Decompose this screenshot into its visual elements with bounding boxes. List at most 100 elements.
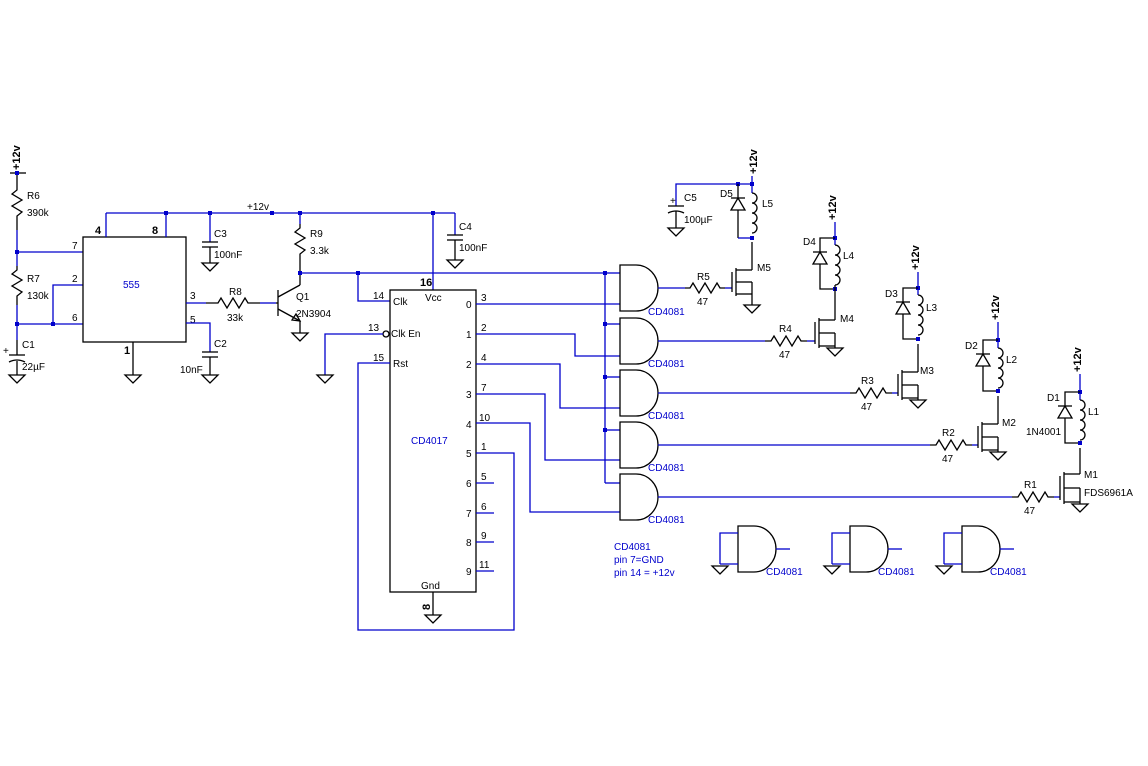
r9-value: 3.3k — [310, 246, 330, 257]
pin-label: 2 — [481, 323, 487, 334]
coil-l1 — [1079, 399, 1086, 441]
supply-label: +12v — [990, 294, 1002, 320]
pin-label: 3 — [466, 390, 472, 401]
pin-label: 8 — [466, 538, 472, 549]
resistor-r3 — [850, 386, 892, 400]
gate-label: CD4081 — [878, 567, 915, 578]
c1-ref: C1 — [22, 340, 35, 351]
resistor-r6 — [10, 175, 24, 230]
m1-value: FDS6961A — [1084, 488, 1133, 499]
diode-d4 — [811, 250, 829, 265]
and-gate — [619, 421, 659, 469]
pin-label: 2 — [466, 360, 472, 371]
pin-label: 7 — [72, 241, 78, 252]
diode-d1 — [1056, 404, 1074, 419]
r8-value: 33k — [227, 313, 244, 324]
ground-icon — [822, 565, 842, 575]
c3-ref: C3 — [214, 229, 227, 240]
l4-ref: L4 — [843, 251, 855, 262]
resistor-r4 — [765, 334, 807, 348]
and-gates: CD4081 CD4081 CD4081 CD4081 CD4081 — [619, 264, 685, 526]
note-line: pin 14 = +12v — [614, 568, 675, 579]
and-gate — [619, 473, 659, 521]
ground-icon — [825, 347, 845, 357]
c4-ref: C4 — [459, 222, 472, 233]
ground-icon — [123, 374, 143, 384]
m4-ref: M4 — [840, 314, 854, 325]
ground-icon — [315, 374, 335, 384]
and-gate-spare — [849, 525, 889, 573]
coil-l5 — [751, 192, 758, 234]
gate-label: CD4081 — [648, 411, 685, 422]
and-gate-spare — [961, 525, 1001, 573]
pin-label: 3 — [481, 293, 487, 304]
gate-note: CD4081 pin 7=GND pin 14 = +12v — [614, 542, 675, 579]
and-gate — [619, 264, 659, 312]
pin-label: 16 — [420, 277, 432, 289]
d1-value: 1N4001 — [1026, 427, 1061, 438]
gate-label: CD4081 — [648, 515, 685, 526]
resistor-r5 — [685, 281, 725, 295]
pin-label: Vcc — [425, 293, 442, 304]
rail-label: +12v — [247, 202, 269, 213]
ground-icon — [988, 451, 1008, 461]
diode-d2 — [974, 352, 992, 367]
gate-label: CD4081 — [648, 307, 685, 318]
d2-ref: D2 — [965, 341, 978, 352]
l5-ref: L5 — [762, 199, 774, 210]
pin-label: 1 — [466, 330, 472, 341]
supply-label: +12v — [910, 244, 922, 270]
pin-label: 6 — [466, 479, 472, 490]
pin-label: 15 — [373, 353, 385, 364]
note-line: CD4081 — [614, 542, 651, 553]
pin-label: 3 — [190, 291, 196, 302]
and-gate — [619, 317, 659, 365]
spare-gates: CD4081 CD4081 CD4081 — [710, 525, 1027, 578]
ground-icon — [666, 227, 686, 237]
supply-label: +12v — [748, 148, 760, 174]
d3-ref: D3 — [885, 289, 898, 300]
q1-value: 2N3904 — [296, 309, 331, 320]
pin-label: 8 — [152, 225, 158, 237]
c5-ref: C5 — [684, 193, 697, 204]
ground-icon — [710, 565, 730, 575]
coil-l3 — [917, 294, 924, 336]
m1-ref: M1 — [1084, 470, 1098, 481]
pin-label: 10 — [479, 413, 491, 424]
diode-d5 — [729, 196, 747, 211]
gate-wiring — [476, 271, 620, 513]
channel-4: R4 47 M4 +12v L4 D4 — [658, 194, 855, 361]
resistor-r7 — [10, 266, 24, 305]
pin-label: 2 — [72, 274, 78, 285]
coil-l2 — [997, 347, 1004, 389]
note-line: pin 7=GND — [614, 555, 664, 566]
ground-icon — [1070, 503, 1090, 513]
pin-label: Clk — [393, 297, 408, 308]
channel-2: R2 47 M2 +12v L2 D2 — [658, 294, 1018, 465]
pin-label: 4 — [95, 225, 102, 237]
pin-label: 4 — [466, 420, 472, 431]
cd4017-outputs: 3 0 2 1 4 2 7 3 10 4 1 5 5 6 6 7 9 8 11 … — [466, 293, 494, 578]
r8-ref: R8 — [229, 287, 242, 298]
pin-label: 8 — [421, 604, 433, 610]
c5-value: 100µF — [684, 215, 713, 226]
c2-value: 10nF — [180, 365, 203, 376]
supply-label: +12v — [827, 194, 839, 220]
pin-label: 7 — [481, 383, 487, 394]
pin-label: 1 — [124, 345, 130, 357]
d5-ref: D5 — [720, 189, 733, 200]
ground-icon — [423, 614, 443, 624]
r5-ref: R5 — [697, 272, 710, 283]
and-gate — [619, 369, 659, 417]
coil-l4 — [834, 244, 841, 286]
q1-ref: Q1 — [296, 292, 310, 303]
r1-value: 47 — [1024, 506, 1036, 517]
c3-value: 100nF — [214, 250, 242, 261]
pin-label: 5 — [481, 472, 487, 483]
m2-ref: M2 — [1002, 418, 1016, 429]
c4-value: 100nF — [459, 243, 487, 254]
m5-ref: M5 — [757, 263, 771, 274]
r3-value: 47 — [861, 402, 873, 413]
supply-label-r6: +12v — [11, 144, 23, 170]
gate-label: CD4081 — [648, 359, 685, 370]
